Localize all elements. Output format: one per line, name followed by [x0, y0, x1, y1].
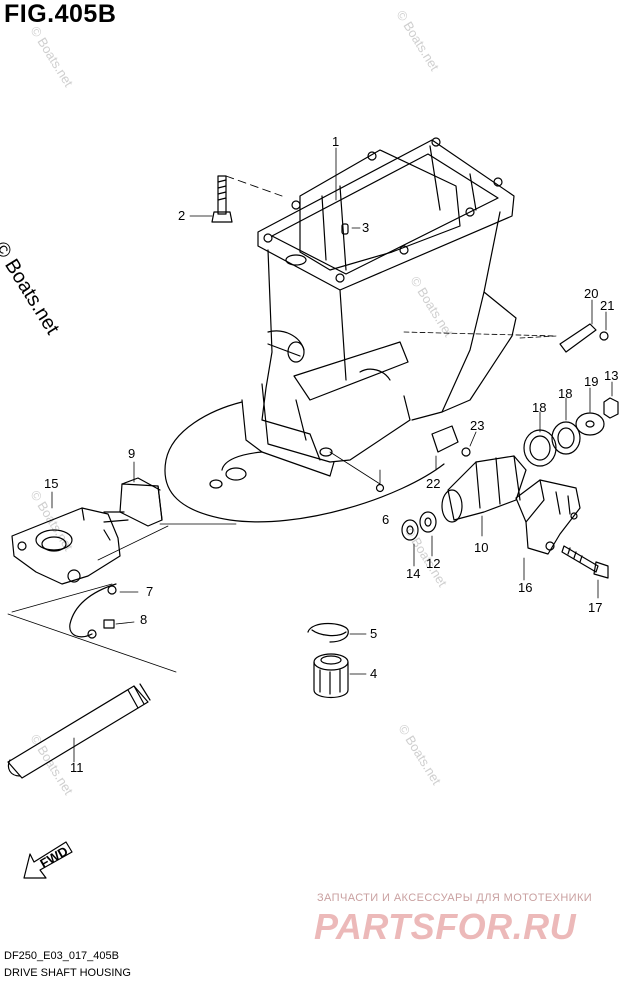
callout-20: 20	[584, 286, 598, 301]
watermark-lower-right: © Boats.net	[395, 722, 444, 788]
callout-17: 17	[588, 600, 602, 615]
circlip-part-5	[307, 622, 367, 643]
callout-13: 13	[604, 368, 618, 383]
watermark-top: © Boats.net	[27, 24, 76, 90]
bolt-part-6	[329, 451, 385, 493]
callout-4: 4	[370, 666, 377, 681]
grommet-part-9	[103, 461, 163, 527]
bolt-part-17	[561, 545, 609, 599]
callout-18a: 18	[532, 400, 546, 415]
drive-shaft-housing	[164, 137, 557, 523]
dowel-pin-part-3	[341, 223, 349, 235]
callout-11: 11	[70, 760, 84, 775]
callout-15: 15	[44, 476, 58, 491]
mount-cover-part-16	[515, 479, 581, 581]
callout-3: 3	[362, 220, 369, 235]
callout-2: 2	[178, 208, 185, 223]
callout-10: 10	[474, 540, 488, 555]
stud-bolt-part-11	[7, 683, 151, 779]
mount-rubber-part-18b	[523, 411, 557, 467]
callout-21: 21	[600, 298, 614, 313]
cable-part-7	[69, 583, 139, 639]
callout-18b: 18	[558, 386, 572, 401]
callout-7: 7	[146, 584, 153, 599]
washer-part-12	[419, 511, 437, 557]
callout-19: 19	[584, 374, 598, 389]
callout-5: 5	[370, 626, 377, 641]
fwd-arrow-icon: FWD	[23, 841, 73, 879]
nut-part-4	[313, 653, 367, 699]
bolt-part-23	[461, 431, 477, 457]
pin-part-20	[559, 299, 597, 353]
nut-part-13	[603, 381, 619, 419]
bracket-part-15	[11, 491, 121, 585]
washer-part-19	[575, 387, 605, 436]
shop-logo[interactable]: PARTSFOR.RU	[314, 906, 577, 947]
leader-lines	[189, 147, 361, 229]
callout-12: 12	[426, 556, 440, 571]
callout-23: 23	[470, 418, 484, 433]
mount-rubber-part-10	[441, 455, 527, 537]
watermark-mid: © Boats.net	[407, 274, 456, 340]
callout-14: 14	[406, 566, 420, 581]
figure-title: FIG.405B	[4, 0, 117, 28]
callout-numbers: 1 2 3 4 5 6 7 8 9 10 11 12 13 14 15 16 1…	[44, 134, 618, 775]
bolt-part-2	[211, 175, 283, 223]
callout-1: 1	[332, 134, 339, 149]
screw-part-21	[599, 311, 609, 341]
diagram-name: DRIVE SHAFT HOUSING	[4, 967, 131, 979]
callout-16: 16	[518, 580, 532, 595]
plate-part-22	[431, 425, 459, 471]
watermark-top-right: © Boats.net	[393, 8, 442, 74]
callout-9: 9	[128, 446, 135, 461]
diagram-code: DF250_E03_017_405B	[4, 950, 119, 962]
mount-rubber-part-18a	[551, 397, 581, 455]
callout-8: 8	[140, 612, 147, 627]
shop-tagline: ЗАПЧАСТИ И АКСЕССУАРЫ ДЛЯ МОТОТЕХНИКИ	[317, 892, 593, 904]
callout-6: 6	[382, 512, 389, 527]
washer-part-14	[401, 519, 419, 567]
callout-22: 22	[426, 476, 440, 491]
